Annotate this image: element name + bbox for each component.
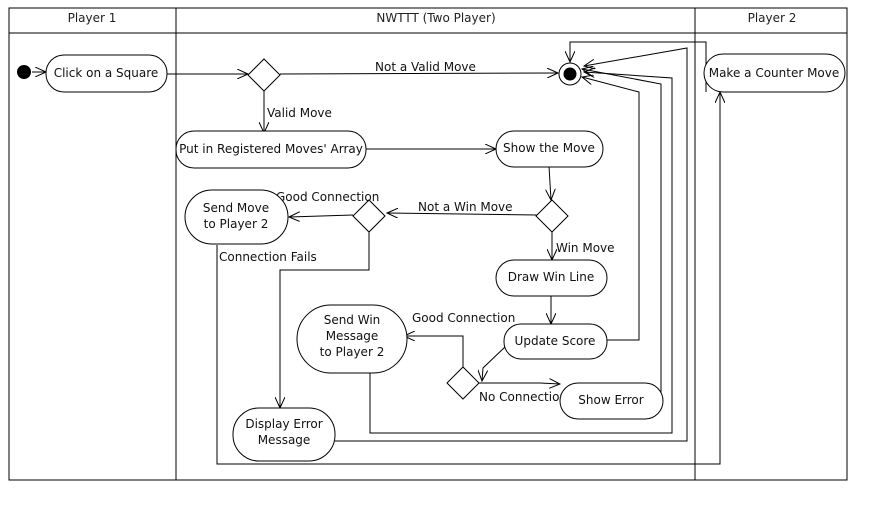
- lane-title-game: NWTTT (Two Player): [376, 11, 495, 25]
- edge-send-move-to-player2: [216, 92, 720, 465]
- label-not-valid-move: Not a Valid Move: [375, 60, 476, 74]
- node-draw-win-line-label: Draw Win Line: [508, 270, 595, 284]
- decision-connection-2: [446, 366, 480, 400]
- node-display-error-label-2: Message: [258, 433, 311, 447]
- node-counter-move: Make a Counter Move: [703, 53, 846, 93]
- label-not-win-move: Not a Win Move: [418, 200, 513, 214]
- node-send-move-label-1: Send Move: [203, 201, 269, 215]
- label-good-connection-2: Good Connection: [412, 311, 515, 325]
- node-put-registered-label: Put in Registered Moves' Array: [179, 142, 363, 156]
- node-click-square-label: Click on a Square: [54, 66, 159, 80]
- edge-good-connection-send: [289, 215, 354, 217]
- edge-display-error-to-final: [335, 47, 688, 442]
- label-valid-move: Valid Move: [267, 106, 332, 120]
- label-good-connection-1: Good Connection: [276, 190, 379, 204]
- node-send-win-label-3: to Player 2: [320, 345, 385, 359]
- edges: [32, 41, 720, 465]
- edge-good-connection-win: [404, 336, 464, 367]
- node-update-score-label: Update Score: [515, 334, 596, 348]
- edge-conn-fail-to-error: [280, 232, 370, 408]
- label-win-move: Win Move: [556, 241, 615, 255]
- node-put-registered: Put in Registered Moves' Array: [175, 130, 367, 169]
- node-counter-move-label: Make a Counter Move: [709, 66, 840, 80]
- node-send-move: Send Move to Player 2: [184, 189, 289, 245]
- decision-valid-move: [247, 58, 281, 92]
- edge-labels: Not a Valid Move Valid Move Good Connect…: [219, 60, 615, 404]
- edge-not-valid-to-final: [279, 73, 558, 74]
- initial-node: [17, 65, 31, 79]
- label-no-connection: No Connection: [479, 390, 567, 404]
- edge-not-win: [387, 213, 538, 215]
- final-node-core: [563, 67, 577, 81]
- edge-show-to-decision: [549, 165, 551, 200]
- nodes: Click on a Square Put in Registered Move…: [17, 53, 846, 462]
- node-draw-win-line: Draw Win Line: [495, 259, 608, 297]
- node-show-move-label: Show the Move: [503, 141, 595, 155]
- node-display-error-label-1: Display Error: [245, 417, 322, 431]
- node-update-score: Update Score: [503, 323, 608, 360]
- node-send-move-label-2: to Player 2: [204, 217, 269, 231]
- decision-win-move: [535, 199, 569, 233]
- node-click-square: Click on a Square: [45, 54, 168, 93]
- node-show-error-label: Show Error: [578, 393, 644, 407]
- node-send-win-label-1: Send Win: [324, 313, 381, 327]
- node-display-error: Display Error Message: [232, 407, 336, 462]
- node-show-error: Show Error: [559, 382, 664, 420]
- edge-score-to-decision: [482, 345, 507, 381]
- lane-title-player1: Player 1: [68, 11, 117, 25]
- edge-score-to-final: [582, 77, 640, 341]
- node-send-win: Send Win Message to Player 2: [296, 304, 408, 374]
- node-show-move: Show the Move: [495, 130, 604, 168]
- label-connection-fails: Connection Fails: [219, 250, 317, 264]
- decision-connection-1: [352, 199, 386, 233]
- edge-send-win-to-final: [369, 72, 673, 434]
- edge-no-connection-error: [479, 383, 560, 384]
- lane-title-player2: Player 2: [748, 11, 797, 25]
- node-send-win-label-2: Message: [326, 329, 379, 343]
